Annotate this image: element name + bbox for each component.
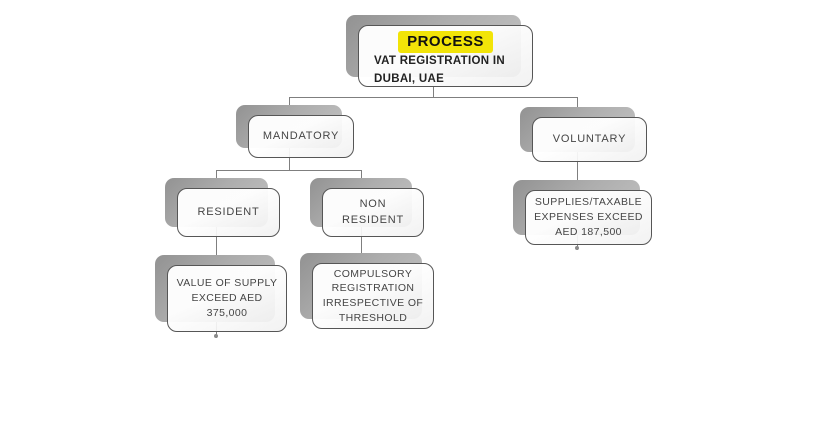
connector-level2-horizontal xyxy=(216,170,362,171)
node-label: NON RESIDENT xyxy=(322,188,424,237)
process-title-highlighted: PROCESS xyxy=(398,31,493,53)
node-mandatory: MANDATORY xyxy=(236,105,354,158)
process-subtitle-line2: DUBAI, UAE xyxy=(374,72,445,85)
node-label: VALUE OF SUPPLY EXCEED AED 375,000 xyxy=(167,265,287,332)
node-label: SUPPLIES/TAXABLE EXPENSES EXCEED AED 187… xyxy=(525,190,652,245)
process-subtitle-line1: VAT REGISTRATION IN xyxy=(374,55,505,67)
connector-process-trunk xyxy=(433,87,434,97)
node-label: MANDATORY xyxy=(248,115,354,158)
node-process: PROCESS VAT REGISTRATION IN DUBAI, UAE xyxy=(346,15,533,87)
node-non-resident: NON RESIDENT xyxy=(310,178,424,237)
node-face: PROCESS VAT REGISTRATION IN DUBAI, UAE xyxy=(358,25,533,87)
node-label: RESIDENT xyxy=(177,188,280,237)
node-label: COMPULSORY REGISTRATION IRRESPECTIVE OF … xyxy=(312,263,434,329)
node-label: VOLUNTARY xyxy=(532,117,647,162)
node-resident: RESIDENT xyxy=(165,178,280,237)
connector-stub-dot xyxy=(214,334,218,338)
node-non-resident-detail: COMPULSORY REGISTRATION IRRESPECTIVE OF … xyxy=(300,253,434,329)
node-resident-detail: VALUE OF SUPPLY EXCEED AED 375,000 xyxy=(155,255,287,332)
connector-stub-dot xyxy=(575,246,579,250)
connector-level1-horizontal xyxy=(289,97,578,98)
node-voluntary-detail: SUPPLIES/TAXABLE EXPENSES EXCEED AED 187… xyxy=(513,180,652,245)
node-voluntary: VOLUNTARY xyxy=(520,107,647,162)
